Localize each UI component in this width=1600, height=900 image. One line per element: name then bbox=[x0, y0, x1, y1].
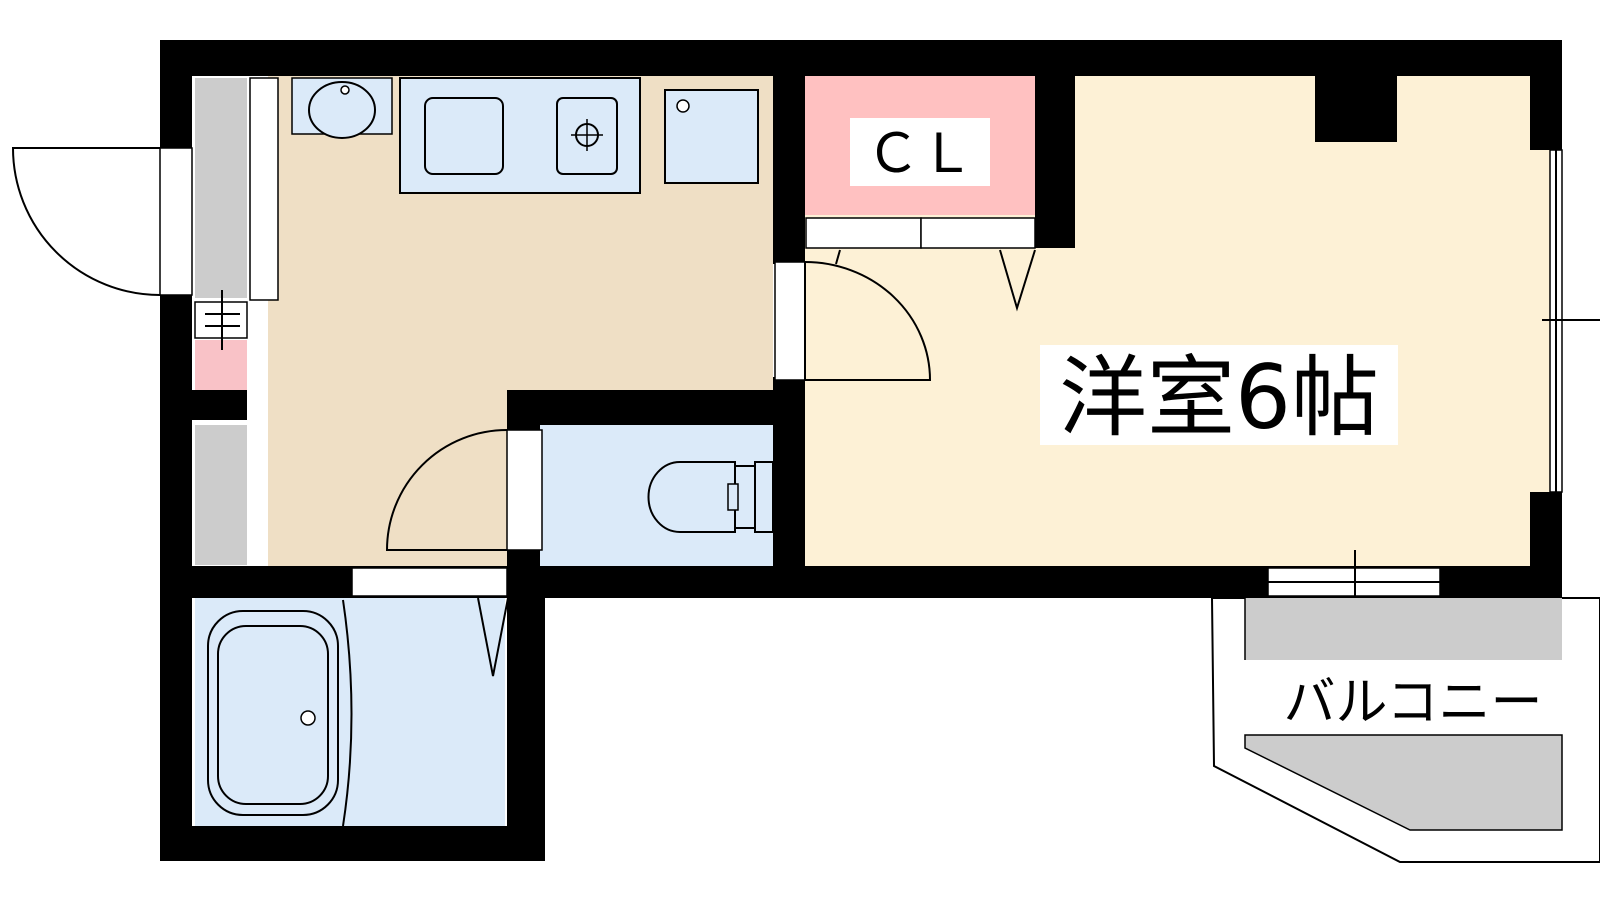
closet-door-left bbox=[805, 217, 922, 249]
balcony-label-bg bbox=[1245, 668, 1585, 734]
bath-door-arrow bbox=[477, 597, 509, 677]
entrance-door-frame bbox=[159, 147, 193, 296]
western-room-label: 洋室6帖 bbox=[1059, 346, 1379, 449]
bathtub bbox=[207, 599, 353, 827]
western-room-label-bg bbox=[1040, 345, 1398, 445]
shoe-cabinet-lower bbox=[195, 425, 247, 565]
toilet-door-swing bbox=[385, 429, 508, 551]
toilet-fixture bbox=[647, 461, 774, 533]
room-door-jamb bbox=[774, 261, 806, 381]
closet-arrow bbox=[999, 249, 1036, 312]
closet-label: ＣＬ bbox=[866, 122, 974, 185]
room-door-swing bbox=[804, 261, 932, 381]
balcony-label: バルコニー bbox=[1284, 673, 1543, 733]
entry-step bbox=[249, 77, 279, 301]
kitchen-counter bbox=[291, 77, 759, 194]
shoe-cabinet-upper bbox=[195, 78, 247, 298]
toilet-door-jamb bbox=[506, 429, 543, 551]
entrance-door-swing bbox=[11, 147, 161, 296]
closet-door-right bbox=[920, 217, 1036, 249]
closet-arrow-small bbox=[835, 249, 841, 265]
closet-label-bg bbox=[850, 118, 990, 186]
bath-door bbox=[351, 567, 508, 597]
